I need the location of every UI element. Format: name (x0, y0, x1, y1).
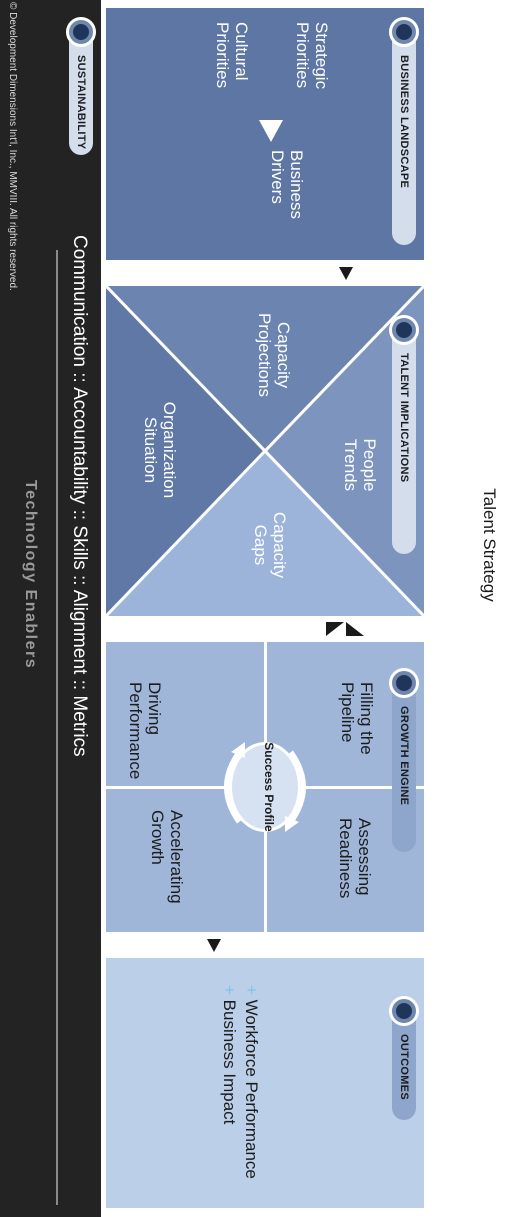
assessing-readiness-label: Assessing Readiness (336, 818, 374, 899)
outcome-item: + Workforce Performance (241, 985, 261, 1205)
sustainability-icon (66, 17, 96, 47)
talent-implications-icon (389, 315, 419, 345)
enablers-list: Communication :: Accountability :: Skill… (69, 235, 90, 757)
cultural-priorities-label: Cultural Priorities (213, 22, 251, 89)
growth-engine-icon (389, 668, 419, 698)
outcomes-icon (389, 996, 419, 1026)
plus-icon: + (242, 985, 261, 995)
sustainability-header: SUSTAINABILITY (75, 55, 87, 150)
talent-implications-header: TALENT IMPLICATIONS (398, 353, 410, 483)
landscape-arrow-icon (259, 120, 283, 142)
forward-arrow-icon-2 (207, 939, 221, 952)
filling-the-pipeline-label: Filling the Pipeline (338, 682, 376, 755)
strategic-priorities-label: Strategic Priorities (293, 22, 331, 90)
talent-implications-panel (106, 286, 424, 616)
outcomes-panel (106, 958, 424, 1208)
copyright-notice: © Development Dimensions Int'l, Inc., MM… (7, 2, 18, 291)
cycle-arrows-icon (224, 742, 306, 832)
driving-performance-label: Driving Performance (126, 682, 164, 780)
organization-situation-label: Organization Situation (141, 401, 179, 499)
accelerating-growth-label: Accelerating Growth (148, 810, 186, 904)
business-landscape-header: BUSINESS LANDSCAPE (398, 55, 410, 189)
technology-enablers-label: Technology Enablers (22, 480, 39, 670)
outcomes-header: OUTCOMES (398, 1034, 410, 1100)
business-impact-label: Business Impact (220, 999, 239, 1125)
people-trends-label: People Trends (341, 438, 379, 492)
capacity-gaps-label: Capacity Gaps (251, 511, 289, 579)
enablers-divider (56, 250, 58, 1205)
capacity-projections-label: Capacity Projections (255, 312, 293, 398)
workforce-performance-label: Workforce Performance (242, 999, 261, 1179)
plus-icon: + (220, 985, 239, 995)
business-drivers-label: Business Drivers (268, 150, 306, 219)
talent-strategy-label: Talent Strategy (476, 450, 502, 640)
outcome-item: + Business Impact (219, 985, 239, 1205)
forward-arrow-icon (339, 267, 353, 280)
growth-engine-header: GROWTH ENGINE (398, 706, 410, 806)
double-arrow-icon (326, 622, 364, 636)
business-landscape-icon (389, 17, 419, 47)
